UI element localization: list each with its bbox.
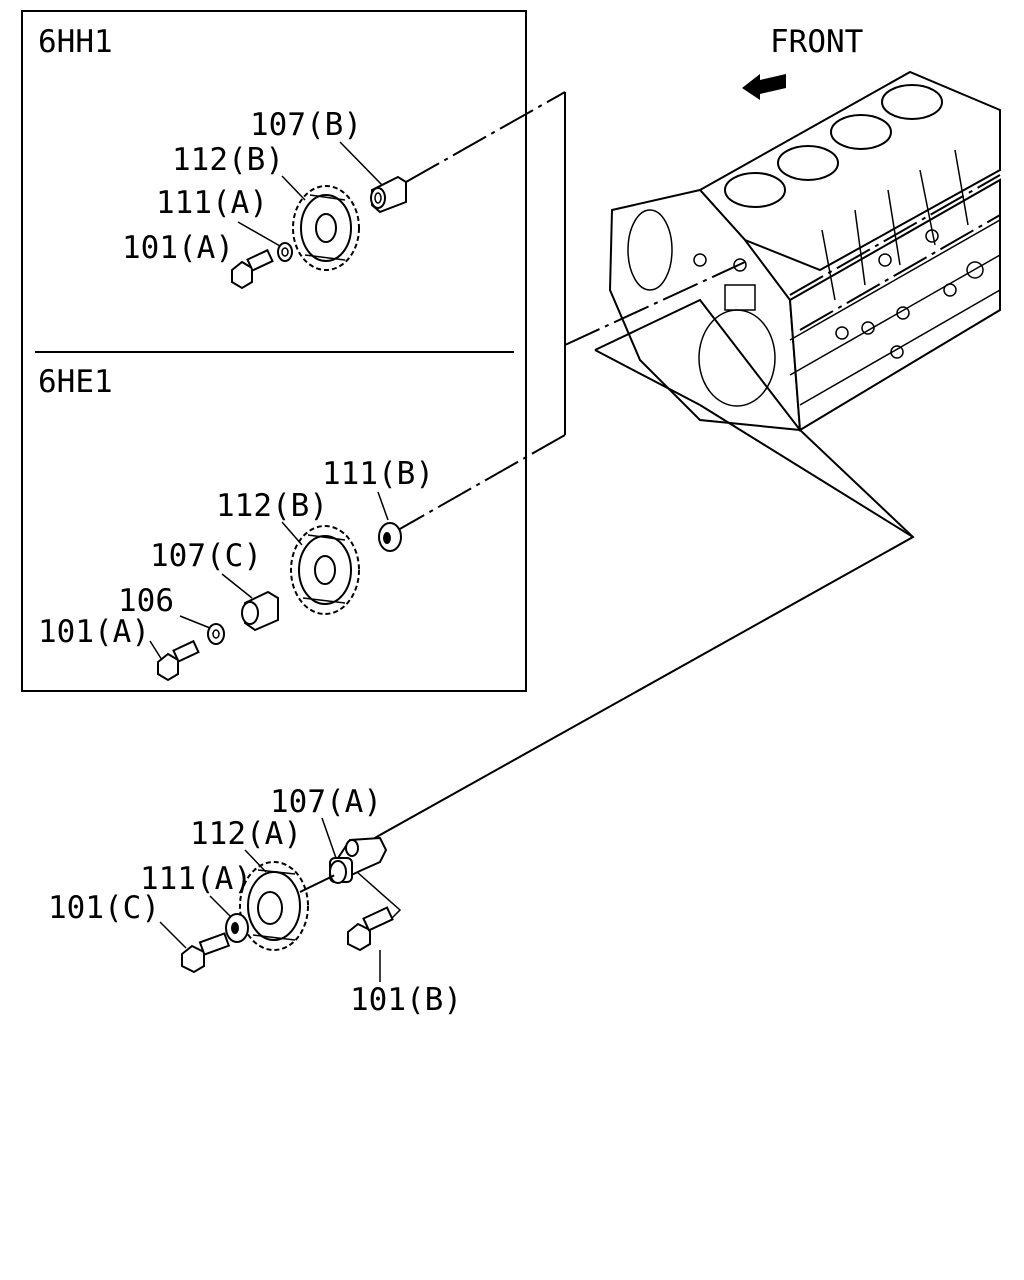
- cylinder-bore-2: [777, 145, 839, 181]
- bolt-101c: [181, 932, 231, 974]
- front-direction-label: FRONT: [770, 24, 863, 60]
- cylinder-bore-3: [830, 114, 892, 150]
- label-111b: 111(B): [322, 456, 434, 492]
- label-106: 106: [118, 583, 174, 619]
- group-main-idler: 107(A) 112(A) 111(A) 101(C) 101(B): [48, 784, 462, 1018]
- label-101a-hh1: 101(A): [122, 230, 234, 266]
- front-arrow-icon: [742, 74, 786, 100]
- bolt-101a: [231, 248, 274, 290]
- idler-shaft-107b: [370, 175, 407, 214]
- cylinder-bore-1: [724, 172, 786, 208]
- idler-gear-112b-he1: [290, 525, 360, 615]
- group-6hh1: 107(B) 112(B) 111(A) 101(A): [122, 107, 407, 290]
- idler-gear-112b: [292, 185, 360, 271]
- label-107a: 107(A): [270, 784, 382, 820]
- label-107b: 107(B): [250, 107, 362, 143]
- label-112a: 112(A): [190, 816, 302, 852]
- label-101a-he1: 101(A): [38, 614, 150, 650]
- idler-shaft-107c: [241, 590, 279, 632]
- group-6he1: 111(B) 112(B) 107(C) 106 101(A): [38, 456, 434, 682]
- label-107c: 107(C): [150, 538, 262, 574]
- washer-111a-main: [225, 913, 249, 943]
- washer-106: [207, 623, 225, 645]
- label-111a-main: 111(A): [140, 861, 252, 897]
- bolt-101b: [347, 906, 394, 952]
- cylinder-bore-4: [881, 84, 943, 120]
- bolt-101a-he1: [157, 639, 200, 682]
- variant-label-6he1: 6HE1: [38, 364, 113, 400]
- label-111a-hh1: 111(A): [156, 185, 268, 221]
- variant-inset-box: [21, 10, 527, 692]
- label-101b: 101(B): [350, 982, 462, 1018]
- variant-label-6hh1: 6HH1: [38, 24, 113, 60]
- reference-lines: [357, 91, 915, 849]
- idler-shaft-107a: [329, 836, 388, 884]
- thrust-washer-111b: [378, 522, 402, 552]
- washer-111a: [277, 242, 293, 262]
- cylinder-block: [608, 70, 1001, 432]
- label-112b-he1: 112(B): [216, 488, 328, 524]
- label-112b-hh1: 112(B): [172, 142, 284, 178]
- label-101c: 101(C): [48, 890, 160, 926]
- idler-gear-112a: [239, 861, 309, 951]
